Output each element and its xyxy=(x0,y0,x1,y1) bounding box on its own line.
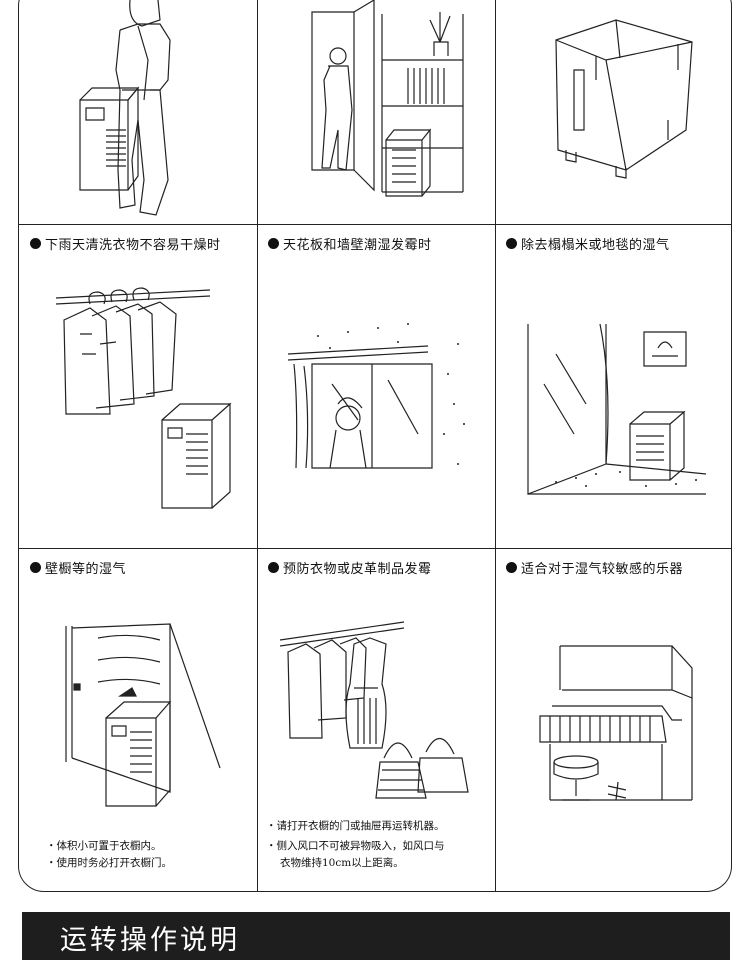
note-line: ・体积小可置于衣橱内。 xyxy=(46,840,162,852)
cell-title-text: 除去榻榻米或地毯的湿气 xyxy=(521,238,670,253)
cell-title-text: 天花板和墙壁潮湿发霉时 xyxy=(283,238,432,253)
grid-divider xyxy=(19,548,731,549)
window-woman-icon xyxy=(258,323,465,546)
cell-man xyxy=(20,0,256,222)
water-tank-icon xyxy=(496,0,730,222)
grid-divider xyxy=(495,0,496,891)
section-header-bar: 运转操作说明 xyxy=(22,912,730,960)
note-line: ・请打开衣橱的门或抽屉再运转机器。 xyxy=(266,820,445,832)
section-title: 运转操作说明 xyxy=(60,925,240,956)
room-carpet-icon xyxy=(496,224,730,546)
cell-title: 天花板和墙壁潮湿发霉时 xyxy=(268,234,432,253)
clothes-and-bags-icon xyxy=(258,548,494,890)
wardrobe-icon xyxy=(20,548,256,890)
person-opening-closet-icon xyxy=(258,0,494,222)
bullet-icon xyxy=(30,238,41,249)
bullet-icon xyxy=(268,562,279,573)
cell-title: 下雨天清洗衣物不容易干燥时 xyxy=(30,234,221,253)
cell-ceiling-mold: 天花板和墙壁潮湿发霉时 xyxy=(258,224,494,546)
note-line: ・侧入风口不可被异物吸入，如风口与 xyxy=(266,840,445,852)
cell-closet-moisture: 壁橱等的湿气 ・体积小可置于衣橱内。 ・使用时务必打开衣橱门。 xyxy=(20,548,256,890)
note-line: ・使用时务必打开衣橱门。 xyxy=(46,857,172,869)
man-with-dehumidifier-icon xyxy=(20,0,256,222)
cell-rainy-laundry: 下雨天清洗衣物不容易干燥时 xyxy=(20,224,256,546)
cell-prevent-mold: 预防衣物或皮革制品发霉 ・请打开衣橱的门或抽屉再运转机器。 ・侧入风口不可被异物… xyxy=(258,548,494,890)
cell-title: 预防衣物或皮革制品发霉 xyxy=(268,558,432,577)
grid-divider xyxy=(19,224,731,225)
cell-instruments: 适合对于湿气较敏感的乐器 xyxy=(496,548,730,890)
bullet-icon xyxy=(268,238,279,249)
bullet-icon xyxy=(30,562,41,573)
cell-tank xyxy=(496,0,730,222)
piano-icon xyxy=(496,548,730,890)
illustration-grid xyxy=(18,0,732,892)
cell-title: 适合对于湿气较敏感的乐器 xyxy=(506,558,683,577)
cell-title: 除去榻榻米或地毯的湿气 xyxy=(506,234,670,253)
cell-title-text: 适合对于湿气较敏感的乐器 xyxy=(521,562,684,577)
cell-title: 壁橱等的湿气 xyxy=(30,558,126,577)
bullet-icon xyxy=(506,562,517,573)
grid-divider xyxy=(257,0,258,891)
cell-title-text: 壁橱等的湿气 xyxy=(45,562,127,577)
cell-tatami: 除去榻榻米或地毯的湿气 xyxy=(496,224,730,546)
cell-title-text: 下雨天清洗衣物不容易干燥时 xyxy=(45,238,221,253)
hanging-clothes-icon xyxy=(20,224,256,546)
cell-title-text: 预防衣物或皮革制品发霉 xyxy=(283,562,432,577)
note-line: 衣物维持10cm以上距离。 xyxy=(280,857,404,869)
bullet-icon xyxy=(506,238,517,249)
cell-closet xyxy=(258,0,494,222)
